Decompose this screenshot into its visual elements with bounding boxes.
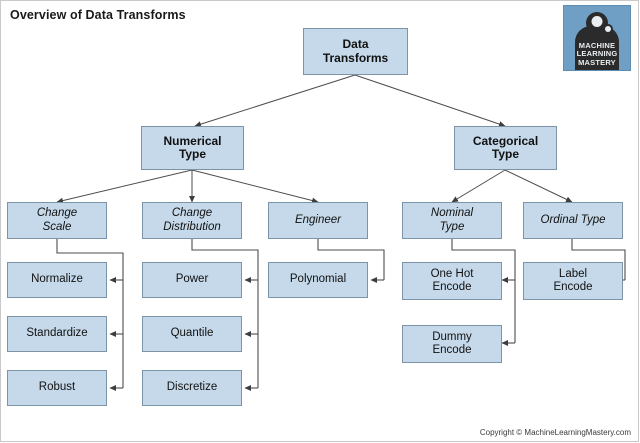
node-label: Power — [175, 273, 209, 286]
node-polynomial[interactable]: Polynomial — [268, 262, 368, 298]
node-robust[interactable]: Robust — [7, 370, 107, 406]
node-dummy-encode[interactable]: Dummy Encode — [402, 325, 502, 363]
node-label-line1: One Hot — [430, 267, 474, 280]
node-label: Change Scale — [33, 207, 81, 234]
node-categorical-type[interactable]: Categorical Type — [454, 126, 557, 170]
node-label: Normalize — [31, 273, 83, 286]
node-numerical-type[interactable]: Numerical Type — [141, 126, 244, 170]
node-label: Robust — [38, 381, 76, 394]
node-label: Change Distribution — [159, 207, 225, 234]
node-standardize[interactable]: Standardize — [7, 316, 107, 352]
node-label-line1: Categorical — [472, 133, 539, 148]
node-label-line2: Scale — [42, 220, 72, 233]
node-one-hot-encode[interactable]: One Hot Encode — [402, 262, 502, 300]
node-label-line2: Distribution — [163, 220, 221, 233]
node-label-line2: Transforms — [322, 50, 389, 65]
node-label: Quantile — [170, 327, 214, 340]
node-label-line2: Encode — [553, 281, 593, 293]
node-label: Nominal Type — [427, 207, 477, 234]
node-change-scale[interactable]: Change Scale — [7, 202, 107, 239]
node-label: One Hot Encode — [427, 268, 478, 295]
node-change-distribution[interactable]: Change Distribution — [142, 202, 242, 239]
node-label-line1: Change — [36, 207, 78, 219]
node-label-line2: Encode — [432, 344, 472, 356]
node-label-encode[interactable]: Label Encode — [523, 262, 623, 300]
node-power[interactable]: Power — [142, 262, 242, 298]
node-label-line2: Type — [178, 147, 207, 161]
node-label-line2: Type — [491, 147, 520, 161]
node-label: Categorical Type — [469, 133, 542, 162]
node-label: Ordinal Type — [540, 213, 606, 226]
node-label: Label Encode — [549, 268, 596, 295]
logo-small-gear-icon — [605, 26, 611, 32]
node-quantile[interactable]: Quantile — [142, 316, 242, 352]
node-label-line2: Type — [439, 220, 465, 233]
node-discretize[interactable]: Discretize — [142, 370, 242, 406]
node-label: Polynomial — [289, 273, 347, 286]
copyright-footer: Copyright © MachineLearningMastery.com — [479, 428, 631, 437]
node-label: Data Transforms — [319, 37, 392, 65]
node-ordinal-type[interactable]: Ordinal Type — [523, 202, 623, 239]
machine-learning-mastery-logo: MACHINE LEARNING MASTERY — [563, 5, 631, 71]
logo-text-line2: LEARNING — [576, 49, 618, 59]
node-label-line1: Label — [558, 267, 588, 280]
node-label: Dummy Encode — [428, 331, 476, 358]
node-data-transforms[interactable]: Data Transforms — [303, 28, 408, 75]
logo-text-line1: MACHINE — [578, 40, 616, 50]
node-normalize[interactable]: Normalize — [7, 262, 107, 298]
node-label-line1: Dummy — [432, 330, 472, 343]
logo-gear-icon — [591, 16, 603, 27]
node-label: Engineer — [294, 213, 342, 226]
node-label-line1: Nominal — [430, 207, 474, 219]
node-label: Numerical Type — [159, 133, 225, 162]
node-label-line2: Encode — [432, 281, 472, 293]
node-label-line1: Data — [342, 37, 369, 51]
page-title: Overview of Data Transforms — [10, 8, 186, 22]
node-label-line1: Numerical — [163, 133, 222, 148]
node-engineer[interactable]: Engineer — [268, 202, 368, 239]
logo-text-line3: MASTERY — [578, 57, 616, 67]
node-label: Standardize — [26, 327, 88, 340]
node-label: Discretize — [166, 381, 218, 394]
logo-text: MACHINE LEARNING MASTERY — [564, 40, 630, 67]
node-nominal-type[interactable]: Nominal Type — [402, 202, 502, 239]
node-label-line1: Change — [171, 207, 213, 219]
